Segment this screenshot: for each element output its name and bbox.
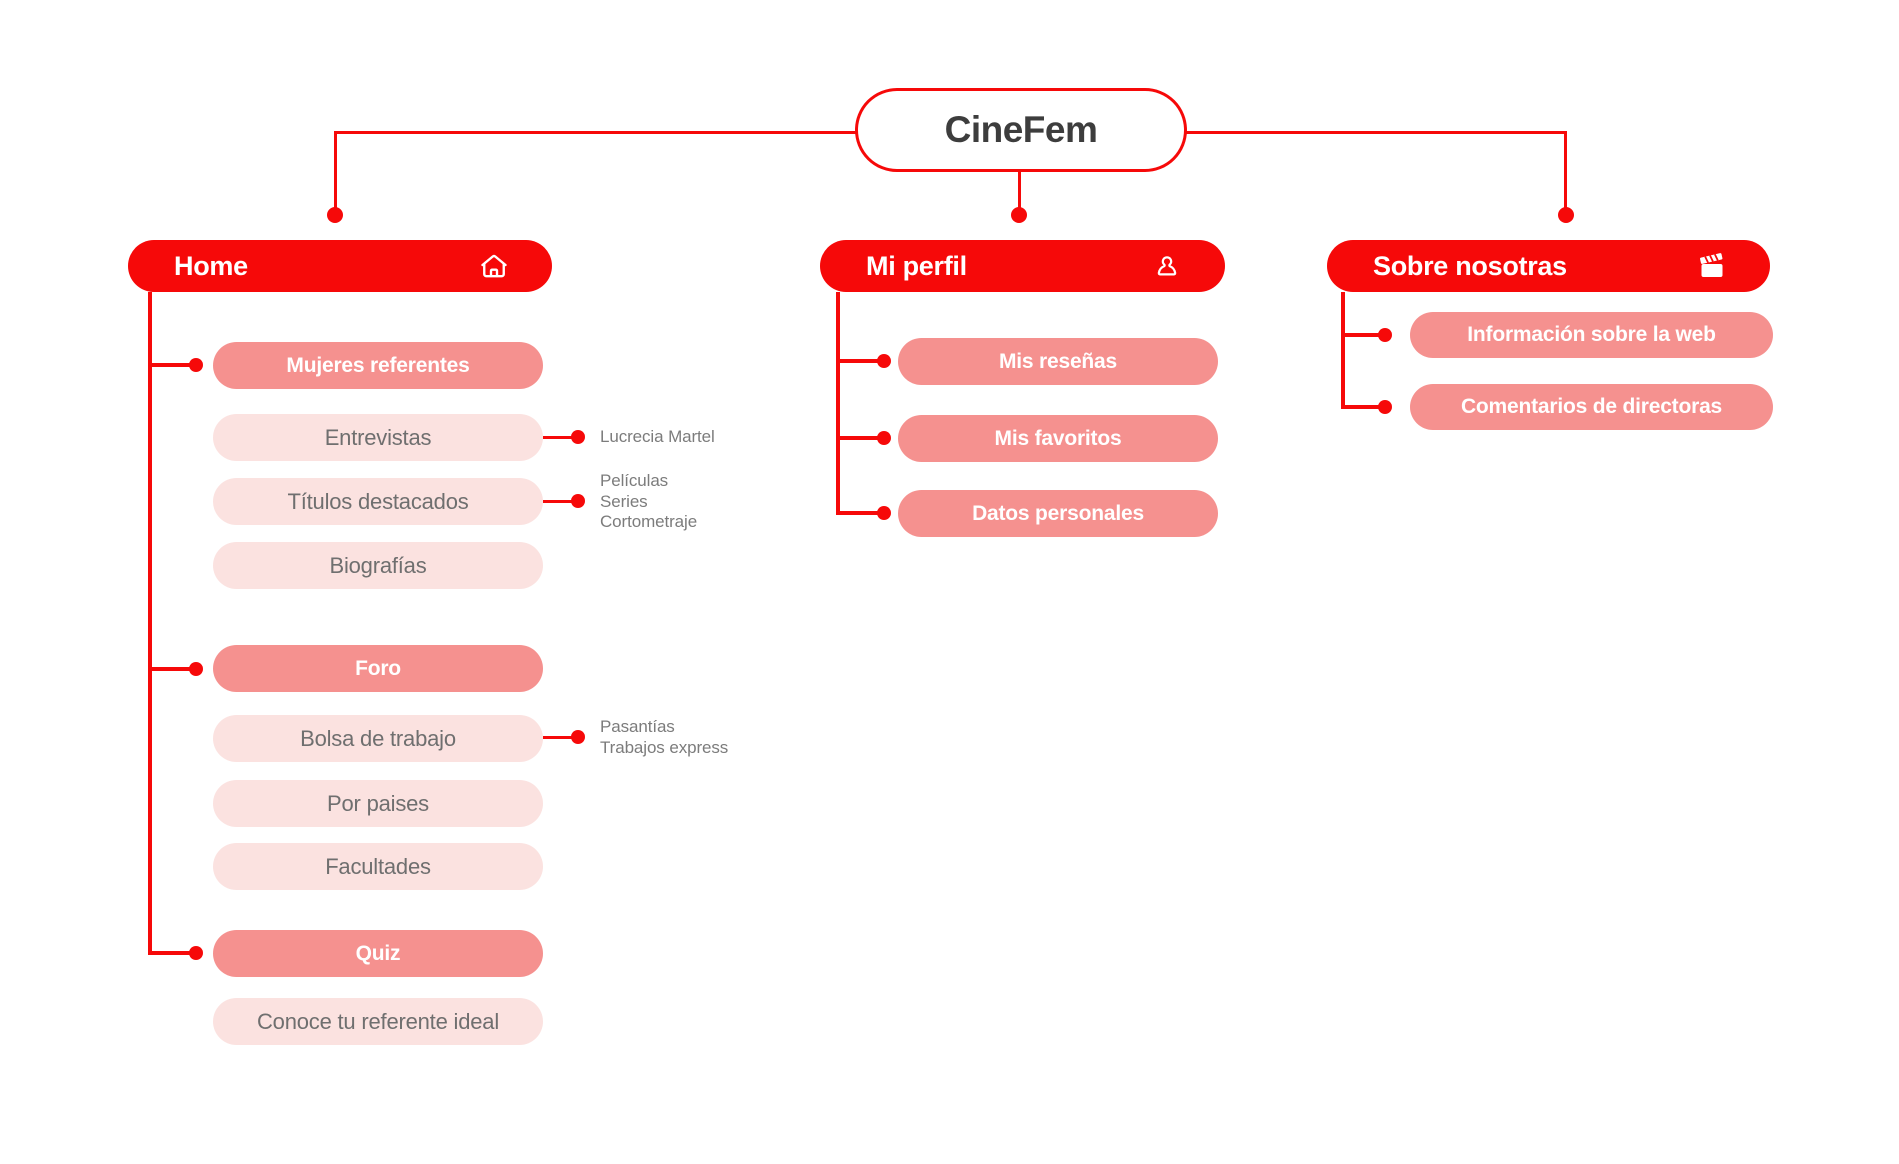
- sobre-trunk: [1341, 292, 1345, 409]
- branch-header-mi-perfil: Mi perfil: [820, 240, 1225, 292]
- perfil-branch-datos: [836, 511, 882, 515]
- connector-root-to-sobre: [1185, 131, 1567, 134]
- node-dot-comentarios: [1378, 400, 1392, 414]
- note-lucrecia-martel: Lucrecia Martel: [600, 427, 715, 446]
- node-titulos-destacados: Títulos destacados: [213, 478, 543, 525]
- node-informacion-web: Información sobre la web: [1410, 312, 1773, 358]
- node-conoce-referente: Conoce tu referente ideal: [213, 998, 543, 1045]
- note-dot-bolsa: [571, 730, 585, 744]
- node-biografias: Biografías: [213, 542, 543, 589]
- perfil-branch-favoritos: [836, 436, 882, 440]
- home-icon: [478, 250, 510, 282]
- node-dot-quiz: [189, 946, 203, 960]
- connector-entrevistas-note: [543, 436, 575, 439]
- home-branch-foro: [148, 667, 194, 671]
- node-facultades: Facultades: [213, 843, 543, 890]
- node-dot-home: [327, 207, 343, 223]
- node-mujeres-referentes: Mujeres referentes: [213, 342, 543, 389]
- branch-header-label: Sobre nosotras: [1373, 250, 1567, 281]
- node-entrevistas: Entrevistas: [213, 414, 543, 461]
- node-foro: Foro: [213, 645, 543, 692]
- node-dot-mujeres: [189, 358, 203, 372]
- node-quiz: Quiz: [213, 930, 543, 977]
- branch-header-label: Mi perfil: [866, 250, 967, 281]
- connector-titulos-note: [543, 500, 575, 503]
- note-dot-entrevistas: [571, 430, 585, 444]
- connector-root-to-perfil-drop: [1018, 170, 1021, 209]
- node-dot-info-web: [1378, 328, 1392, 342]
- sobre-branch-comentarios: [1341, 405, 1383, 409]
- node-por-paises: Por paises: [213, 780, 543, 827]
- node-dot-foro: [189, 662, 203, 676]
- site-title: CineFem: [944, 109, 1098, 150]
- node-datos-personales: Datos personales: [898, 490, 1218, 537]
- connector-root-to-sobre-drop: [1564, 131, 1567, 209]
- branch-header-home: Home: [128, 240, 552, 292]
- home-branch-mujeres: [148, 363, 194, 367]
- perfil-trunk: [836, 292, 840, 515]
- note-dot-titulos: [571, 494, 585, 508]
- home-trunk: [148, 292, 152, 955]
- user-icon: [1151, 250, 1183, 282]
- node-dot-favoritos: [877, 431, 891, 445]
- note-titulos-list: Películas Series Cortometraje: [600, 471, 698, 531]
- node-dot-sobre: [1558, 207, 1574, 223]
- node-bolsa-de-trabajo: Bolsa de trabajo: [213, 715, 543, 762]
- node-mis-resenas: Mis reseñas: [898, 338, 1218, 385]
- node-mis-favoritos: Mis favoritos: [898, 415, 1218, 462]
- clapperboard-icon: [1696, 250, 1728, 282]
- connector-root-to-home-drop: [334, 131, 337, 209]
- home-branch-quiz: [148, 951, 194, 955]
- node-dot-perfil: [1011, 207, 1027, 223]
- node-comentarios-directoras: Comentarios de directoras: [1410, 384, 1773, 430]
- sobre-branch-info: [1341, 333, 1383, 337]
- branch-header-label: Home: [174, 250, 248, 281]
- node-dot-resenas: [877, 354, 891, 368]
- node-dot-datos: [877, 506, 891, 520]
- root-node: CineFem: [855, 88, 1187, 172]
- note-bolsa-list: Pasantías Trabajos express: [600, 717, 729, 757]
- perfil-branch-resenas: [836, 359, 882, 363]
- branch-header-sobre-nosotras: Sobre nosotras: [1327, 240, 1770, 292]
- connector-bolsa-note: [543, 736, 575, 739]
- connector-root-to-home: [335, 131, 857, 134]
